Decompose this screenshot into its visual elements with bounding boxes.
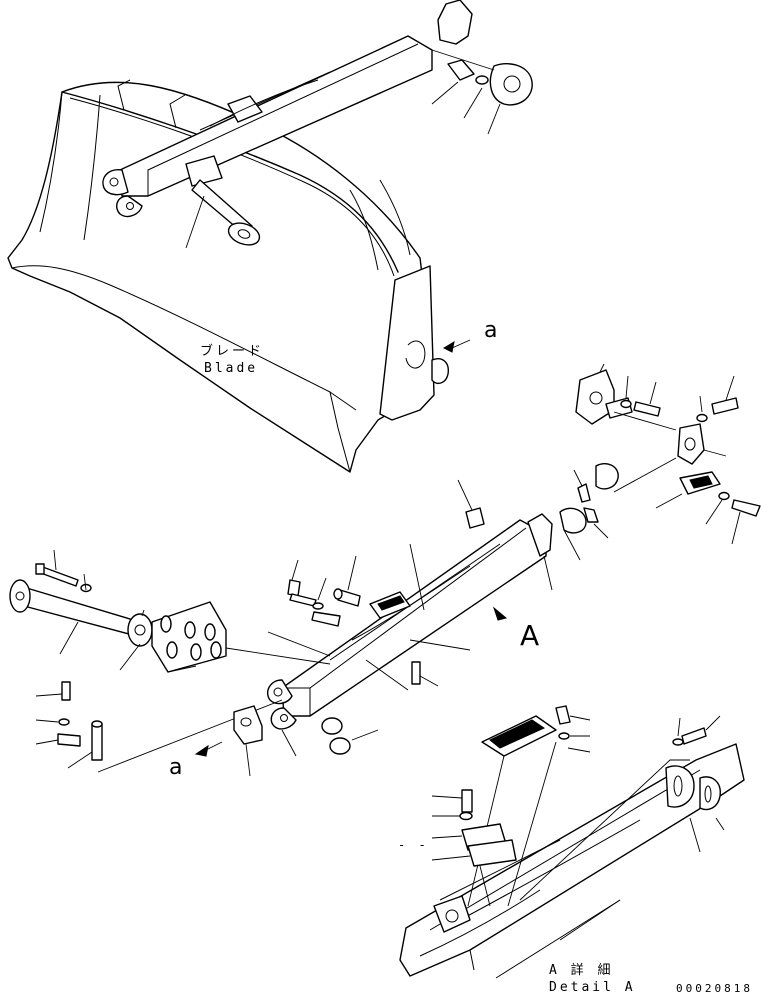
drawing-number: 00020818 bbox=[676, 982, 753, 995]
detail-label-jp: A 詳 細 bbox=[549, 963, 614, 978]
rear-joint-parts bbox=[559, 363, 761, 561]
detail-label-en: Detail A bbox=[549, 980, 636, 995]
arm-assembly bbox=[9, 339, 553, 777]
dash-mark: - - bbox=[398, 838, 429, 852]
blade-label-en: Blade bbox=[204, 361, 259, 376]
blade-assembly bbox=[7, 0, 533, 473]
view-mark-a-lower: a bbox=[169, 755, 183, 780]
blade-label-jp: ブレード bbox=[200, 344, 265, 359]
view-mark-A: A bbox=[520, 619, 540, 652]
detail-a bbox=[399, 705, 745, 979]
view-mark-a-upper: a bbox=[484, 318, 498, 343]
